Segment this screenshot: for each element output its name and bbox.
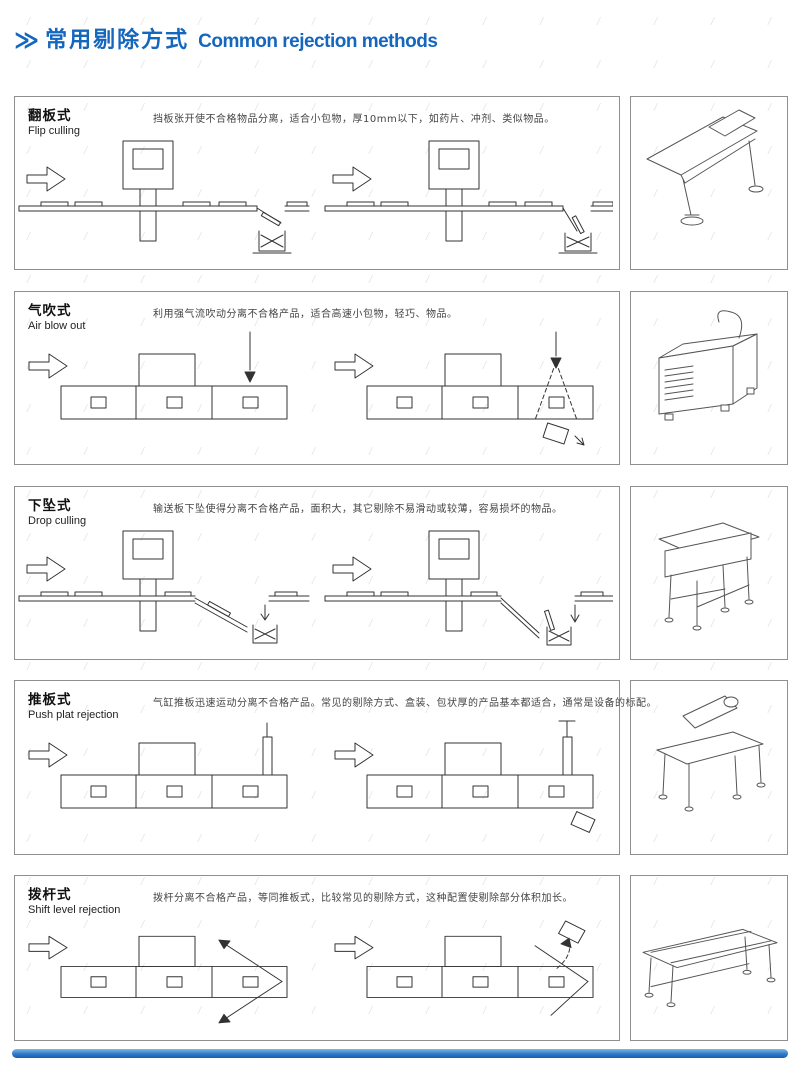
air-blow-action — [534, 331, 585, 446]
drop-culling-machine-illustration — [658, 522, 760, 631]
conveyor-schematic-left — [28, 353, 288, 420]
push-plate-retracted — [254, 722, 282, 776]
air-blow-schematic — [28, 331, 594, 446]
conveyor-schematic-left — [28, 935, 288, 998]
air-blow-machine-illustration — [658, 310, 758, 421]
section-description: 气缸推板迅速运动分离不合格产品。常见的剔除方式、盒装、包状厚的产品基本都适合，通… — [153, 698, 657, 709]
section-title-zh: 拨杆式 — [28, 887, 72, 903]
flip-culling-machine-illustration — [646, 109, 764, 226]
lever-arms-deflect — [534, 920, 589, 1016]
section-title-zh: 气吹式 — [28, 303, 72, 319]
section-flip-culling: 翻板式 Flip culling 挡板张开使不合格物品分离，适合小包物，厚10m… — [0, 96, 800, 270]
footer-bar — [12, 1049, 788, 1058]
drop-board-open — [500, 597, 580, 646]
section-title-zh: 下坠式 — [28, 498, 72, 514]
shift-lever-diagram-box: 拨杆式 Shift level rejection 拨杆分离不合格产品，等同推板… — [14, 875, 620, 1041]
lever-arms-open — [218, 939, 283, 1024]
push-plate-diagram-box: 推板式 Push plat rejection 气缸推板迅速运动分离不合格产品。… — [14, 680, 657, 855]
conveyor-schematic-right — [334, 935, 594, 998]
flip-culling-diagram-box: 翻板式 Flip culling 挡板张开使不合格物品分离，适合小包物，厚10m… — [14, 96, 620, 270]
push-plate-schematic — [28, 720, 596, 833]
flip-culling-photo-box — [630, 96, 788, 270]
conveyor-schematic-right — [334, 742, 594, 809]
section-push-plate: 推板式 Push plat rejection 气缸推板迅速运动分离不合格产品。… — [0, 680, 800, 855]
drop-board — [194, 597, 278, 644]
section-title-zh: 推板式 — [28, 692, 72, 708]
air-blow-diagram-box: 气吹式 Air blow out 利用强气流吹动分离不合格产品，适合高速小包物，… — [14, 291, 620, 465]
flip-culling-schematic — [18, 140, 613, 254]
section-heading: 气吹式 Air blow out — [28, 299, 85, 332]
section-title-en: Push plat rejection — [28, 709, 119, 721]
conveyor-schematic-left — [28, 742, 288, 809]
flip-gate-open — [558, 207, 598, 254]
chevrons-icon: ≫ — [14, 27, 39, 54]
drop-culling-diagram-box: 下坠式 Drop culling 输送板下坠使得分离不合格产品，面积大，其它剔除… — [14, 486, 620, 660]
page-title-en: Common rejection methods — [198, 31, 438, 52]
push-plate-machine-illustration — [656, 695, 766, 811]
section-heading: 下坠式 Drop culling — [28, 494, 86, 527]
section-heading: 翻板式 Flip culling — [28, 104, 80, 137]
section-title-zh: 翻板式 — [28, 108, 72, 124]
checkweigher-schematic-right — [324, 530, 613, 632]
section-description: 利用强气流吹动分离不合格产品，适合高速小包物，轻巧、物品。 — [153, 309, 458, 320]
air-nozzle — [244, 331, 256, 383]
page-title-zh: 常用剔除方式 — [45, 28, 190, 53]
section-title-en: Flip culling — [28, 125, 80, 137]
section-drop-culling: 下坠式 Drop culling 输送板下坠使得分离不合格产品，面积大，其它剔除… — [0, 486, 800, 660]
shift-lever-schematic — [28, 920, 594, 1024]
checkweigher-schematic-left — [18, 140, 310, 242]
section-description: 输送板下坠使得分离不合格产品，面积大，其它剔除不易滑动或较薄，容易损坏的物品。 — [153, 504, 563, 515]
section-heading: 拨杆式 Shift level rejection — [28, 883, 120, 916]
drop-culling-schematic — [18, 530, 613, 646]
checkweigher-schematic-right — [324, 140, 613, 242]
push-plate-extended — [558, 720, 596, 833]
air-blow-photo-box — [630, 291, 788, 465]
section-shift-lever: 拨杆式 Shift level rejection 拨杆分离不合格产品，等同推板… — [0, 875, 800, 1041]
section-title-en: Air blow out — [28, 320, 86, 332]
shift-lever-photo-box — [630, 875, 788, 1041]
page-header: ≫ 常用剔除方式 Common rejection methods — [14, 22, 438, 54]
section-description: 挡板张开使不合格物品分离，适合小包物，厚10mm以下，如药片、冲剂、类似物品。 — [153, 114, 555, 125]
section-air-blow: 气吹式 Air blow out 利用强气流吹动分离不合格产品，适合高速小包物，… — [0, 291, 800, 465]
flip-gate-closed — [252, 207, 292, 254]
push-plate-photo-box — [630, 680, 788, 855]
section-title-en: Drop culling — [28, 515, 87, 527]
section-description: 拨杆分离不合格产品，等同推板式，比较常见的剔除方式，这种配置使剔除部分体积加长。 — [153, 893, 573, 904]
shift-lever-machine-illustration — [642, 928, 778, 1008]
section-heading: 推板式 Push plat rejection — [28, 688, 119, 721]
section-title-en: Shift level rejection — [28, 904, 121, 916]
drop-culling-photo-box — [630, 486, 788, 660]
